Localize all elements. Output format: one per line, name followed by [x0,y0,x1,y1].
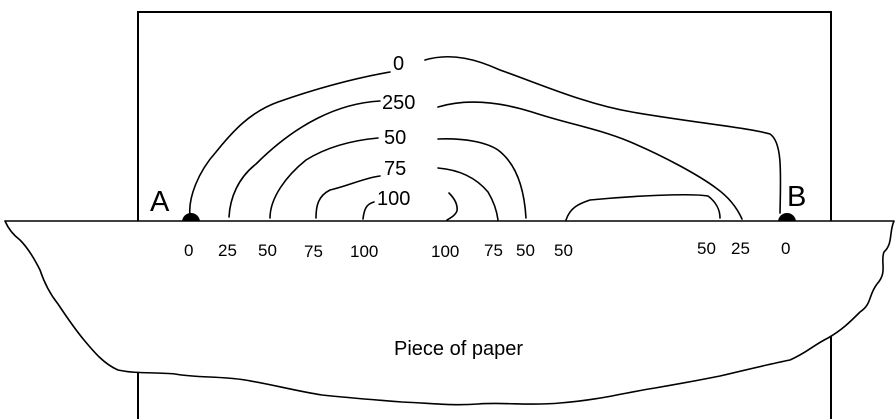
point-b-marker [778,213,796,222]
contour-curve-100-left [362,201,375,220]
paper-sheet [4,220,895,406]
contour-curve-50-right [437,138,527,219]
contour-curve-25 [228,100,743,220]
tick-label: 100 [431,242,459,261]
contour-label-50: 50 [384,127,406,149]
tick-label: 100 [350,242,378,261]
board-frame [137,11,832,419]
tick-label: 50 [697,239,716,258]
contour-curve-50-left [269,137,379,219]
contour-curve-0 [188,56,782,217]
point-a-label: A [150,186,170,218]
tick-label: 50 [554,241,573,260]
tick-label: 25 [218,241,237,260]
contour-curve-100-right [446,192,458,221]
tick-label: 25 [731,239,750,258]
contour-label-0: 0 [393,53,404,75]
contour-curve-50-far [565,193,721,221]
tick-label: 0 [781,239,790,258]
contour-label-100: 100 [377,188,410,210]
point-a-marker [182,213,200,222]
contour-curve-75-right [437,167,499,221]
contour-label-75: 75 [384,158,406,180]
tick-label: 75 [484,241,503,260]
tick-label: 75 [304,242,323,261]
tick-label: 0 [184,241,193,260]
point-b-label: B [787,181,806,213]
tick-label: 50 [258,241,277,260]
tick-label: 50 [516,241,535,260]
contour-curve-75-left [315,175,381,219]
paper-label: Piece of paper [394,338,523,360]
contour-label-250: 250 [382,92,415,114]
